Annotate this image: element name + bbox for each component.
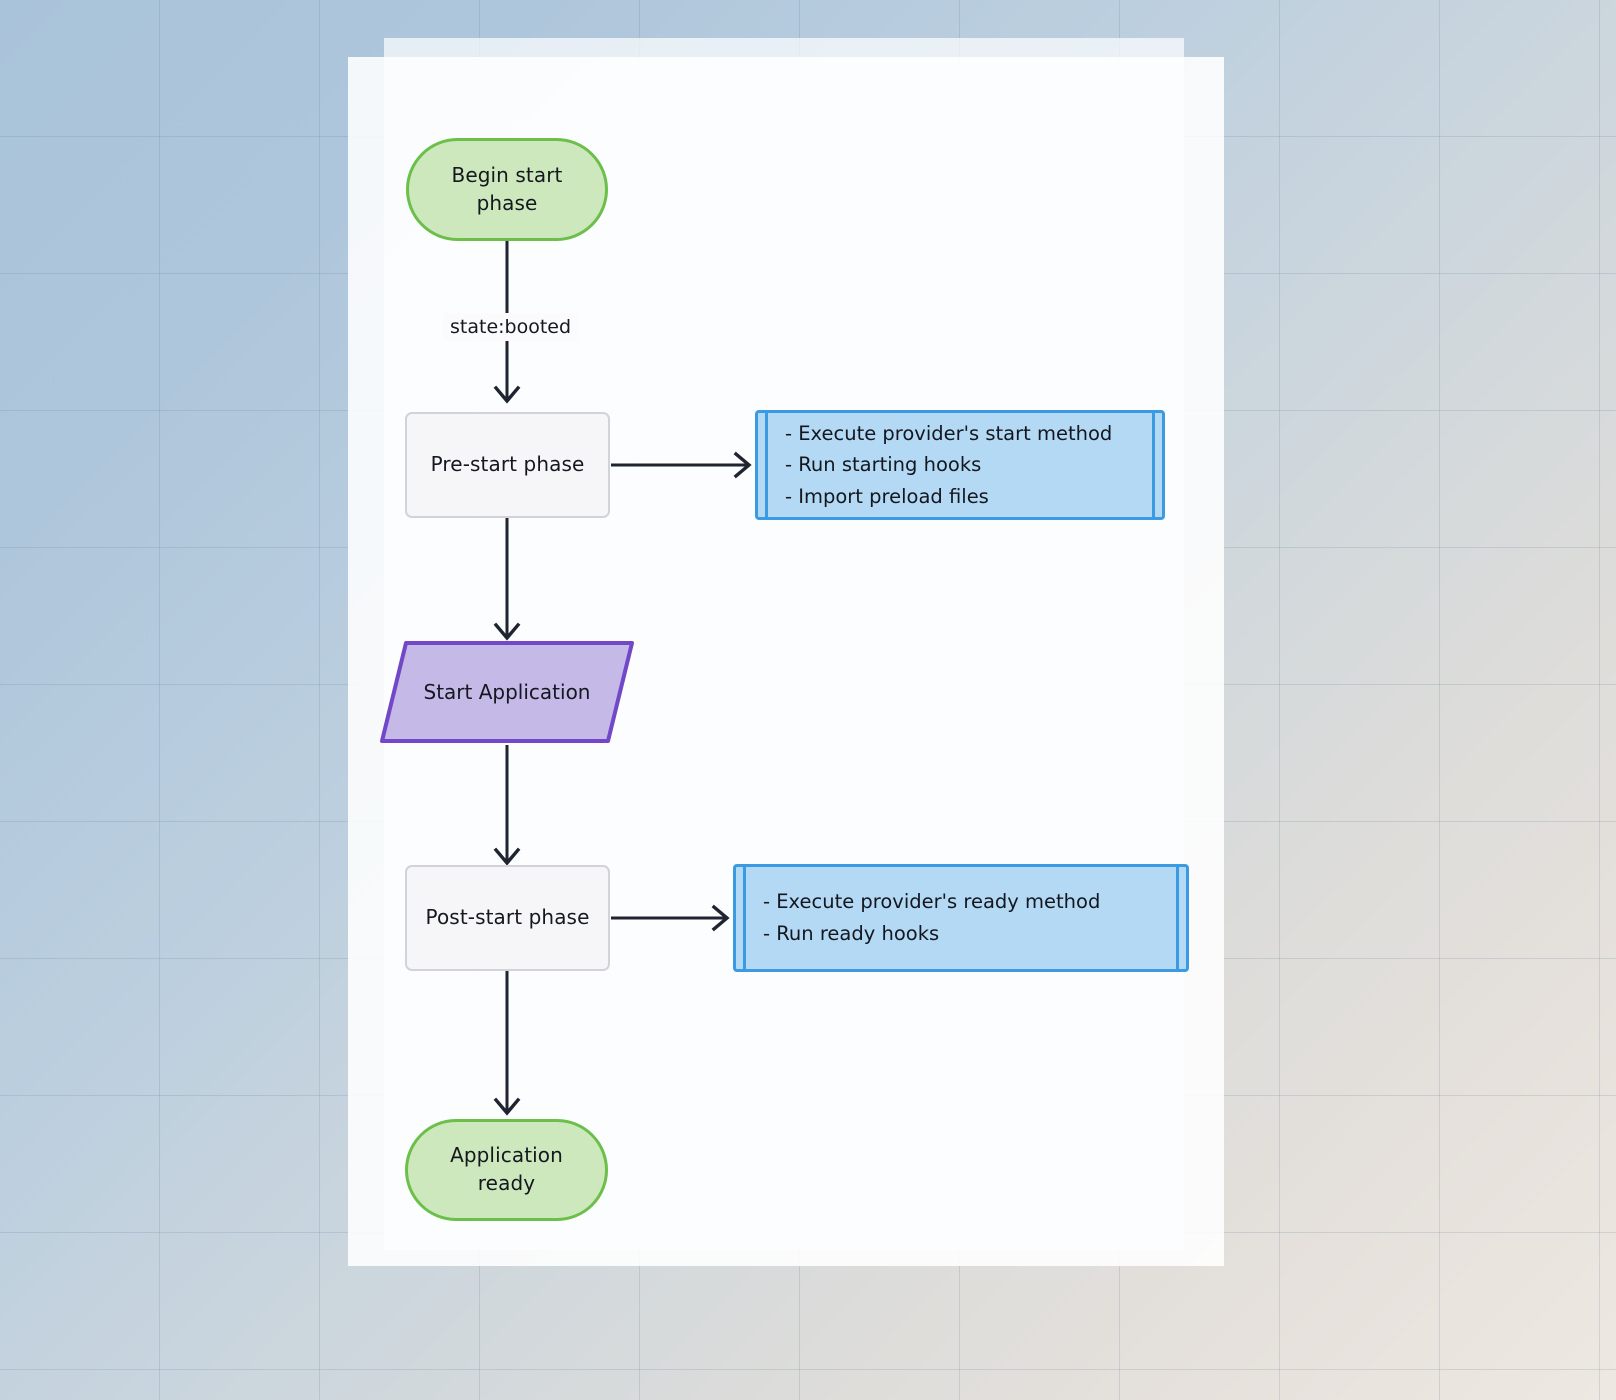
node-start-application[interactable]: Start Application [378, 639, 636, 745]
edge-label-state-booted: state:booted [443, 313, 579, 341]
edge-prestart-to-note-arrowhead [733, 451, 752, 479]
edge-begin-to-prestart-arrowhead [493, 385, 521, 404]
node-start-application-label: Start Application [423, 680, 591, 704]
note-pre-start-phase: - Execute provider's start method - Run … [755, 410, 1165, 520]
node-begin-start-phase-line2: phase [476, 190, 538, 215]
note-pre-start-phase-text: - Execute provider's start method - Run … [785, 421, 1113, 508]
node-application-ready[interactable]: Application ready [405, 1119, 608, 1221]
note-post-start-phase-text: - Execute provider's ready method - Run … [763, 890, 1101, 945]
note-post-start-phase: - Execute provider's ready method - Run … [733, 864, 1189, 972]
node-post-start-phase-label: Post-start phase [425, 905, 590, 930]
node-begin-start-phase[interactable]: Begin start phase [406, 138, 608, 241]
node-begin-start-phase-line1: Begin start [451, 162, 563, 187]
node-post-start-phase[interactable]: Post-start phase [405, 865, 610, 971]
edge-poststart-to-note-arrowhead [711, 904, 730, 932]
node-application-ready-label: Application ready [450, 1142, 563, 1197]
node-begin-start-phase-label: Begin start phase [452, 162, 563, 217]
edge-startapp-to-poststart-arrowhead [493, 847, 521, 866]
node-start-application-shape [380, 641, 634, 743]
node-application-ready-line2: ready [477, 1171, 536, 1195]
node-pre-start-phase-label: Pre-start phase [430, 452, 585, 477]
edge-poststart-to-appready-arrowhead [493, 1097, 521, 1116]
node-application-ready-line1: Application [450, 1143, 563, 1168]
edge-prestart-to-startapp-arrowhead [493, 622, 521, 641]
node-pre-start-phase[interactable]: Pre-start phase [405, 412, 610, 518]
